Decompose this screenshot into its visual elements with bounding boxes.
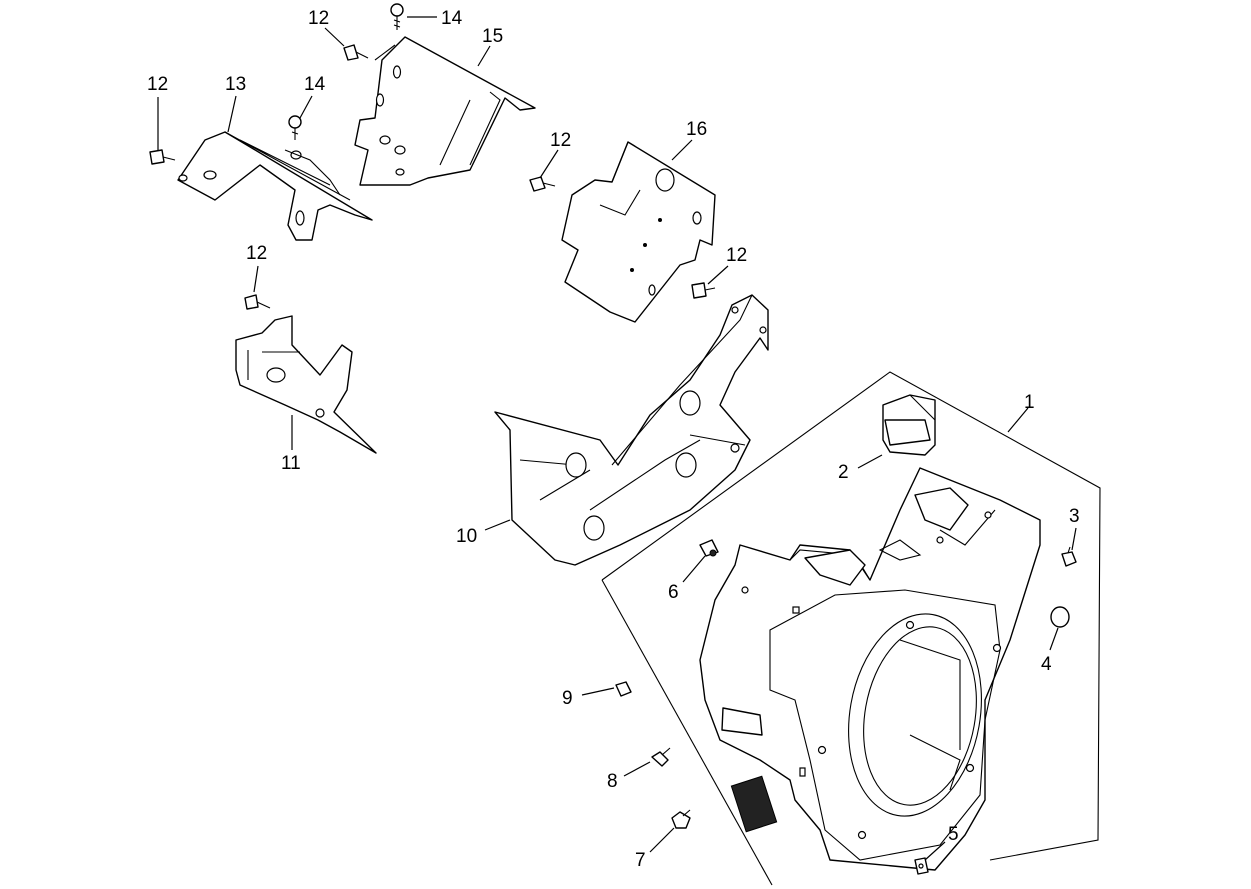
part-11-lower-bracket [235, 315, 377, 454]
part-12-bolt-a [343, 44, 369, 61]
part-5-clip [914, 857, 929, 875]
part-13-bracket [177, 131, 373, 241]
callout-12-c: 12 [550, 130, 571, 151]
callout-6: 6 [668, 582, 679, 603]
part-1-blower-housing [601, 371, 1101, 886]
callout-7: 7 [635, 850, 646, 871]
callout-4: 4 [1041, 654, 1052, 675]
callout-9: 9 [562, 688, 573, 709]
part-3-screw [1061, 546, 1077, 567]
part-4-plug [1050, 606, 1070, 628]
part-14-bolt-b [288, 115, 302, 140]
part-15-shroud-plate [354, 36, 536, 186]
callout-2: 2 [838, 462, 849, 483]
callout-12-a: 12 [308, 8, 329, 29]
callout-16: 16 [686, 119, 707, 140]
part-7-bolt [671, 809, 691, 829]
part-12-bolt-e [691, 282, 716, 299]
part-10-lower-shroud [494, 294, 769, 566]
part-16-side-plate [561, 141, 716, 323]
callout-11: 11 [281, 453, 301, 474]
callout-1: 1 [1024, 392, 1035, 413]
callout-5: 5 [948, 824, 959, 845]
part-8-bolt [651, 747, 671, 767]
callout-10: 10 [456, 526, 477, 547]
callout-12-d: 12 [246, 243, 267, 264]
callout-12-e: 12 [726, 245, 747, 266]
callout-15: 15 [482, 26, 503, 47]
callout-14-a: 14 [441, 8, 463, 29]
callout-labels: 1 2 3 4 5 6 7 8 9 10 11 12 12 12 12 12 1… [147, 8, 1080, 871]
callout-13: 13 [225, 74, 246, 95]
part-12-bolt-c [529, 176, 556, 192]
callout-14-b: 14 [304, 74, 326, 95]
part-12-bolt-b [149, 149, 176, 165]
part-2-insert [882, 394, 936, 456]
callout-12-b: 12 [147, 74, 168, 95]
part-12-bolt-d [244, 294, 271, 310]
part-6-clip [699, 539, 719, 557]
leader-lines [157, 16, 1077, 861]
callout-3: 3 [1069, 506, 1080, 527]
part-14-bolt-a [390, 3, 404, 30]
callout-8: 8 [607, 771, 618, 792]
part-9-bolt [615, 681, 632, 697]
